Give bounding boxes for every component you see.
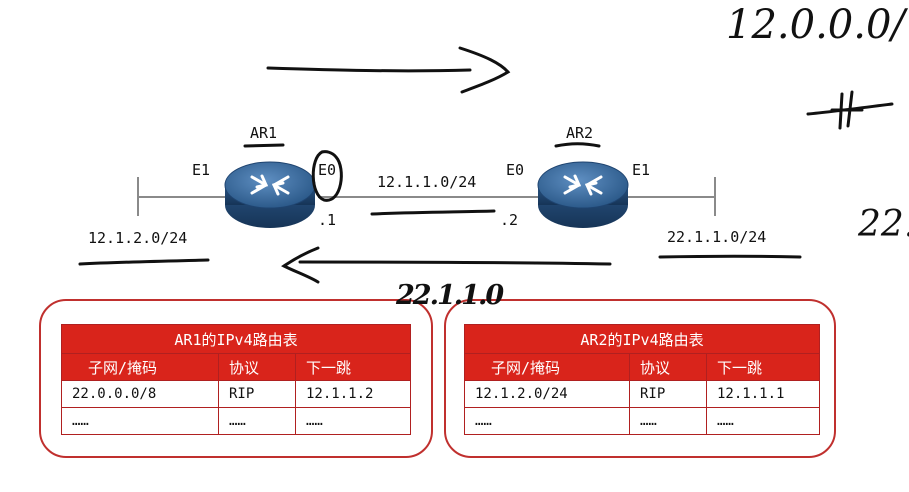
router-ar2-icon[interactable]: [537, 161, 629, 228]
table-cell: ……: [706, 407, 820, 435]
left-network-label: 12.1.2.0/24: [88, 229, 188, 247]
ar1-header-nexthop: 下一跳: [295, 353, 411, 381]
right-network-label: 22.1.1.0/24: [667, 228, 767, 246]
table-row: …… …… ……: [61, 407, 411, 435]
ar2-header-subnet: 子网/掩码: [464, 353, 630, 381]
ar2-header-protocol: 协议: [629, 353, 707, 381]
annotation-bottom-middle: 22.1.1.0: [396, 280, 504, 311]
left-net-underline: [78, 258, 210, 266]
router-ar1-icon[interactable]: [224, 161, 316, 228]
table-row: 22.0.0.0/8 RIP 12.1.1.2: [61, 380, 411, 408]
table-cell: 12.1.2.0/24: [464, 380, 630, 408]
ar1-header-protocol: 协议: [218, 353, 296, 381]
left-arrow-mark: [281, 246, 612, 284]
handwriting-marks: [78, 46, 894, 284]
router-ar1-label: AR1: [250, 124, 278, 142]
table-cell: ……: [295, 407, 411, 435]
ar2-table-title: AR2的IPv4路由表: [464, 324, 820, 354]
ar2-underline: [554, 142, 601, 148]
table-cell: ……: [629, 407, 707, 435]
e0-circle: [311, 150, 343, 202]
right-arrow-mark: [266, 46, 511, 94]
ar1-ip-suffix: .1: [318, 211, 337, 229]
ar2-e0-label: E0: [506, 161, 525, 179]
ar1-underline: [243, 143, 285, 148]
table-cell: 12.1.1.2: [295, 380, 411, 408]
table-cell: ……: [218, 407, 296, 435]
ar2-ip-suffix: .2: [500, 211, 519, 229]
middle-network-label: 12.1.1.0/24: [377, 173, 477, 191]
table-cell: ……: [464, 407, 630, 435]
table-row: 12.1.2.0/24 RIP 12.1.1.1: [464, 380, 820, 408]
ar2-table-frame: [444, 299, 836, 458]
table-cell: ……: [61, 407, 219, 435]
annotation-top-right: 12.0.0.0/: [726, 2, 905, 48]
table-cell: 12.1.1.1: [706, 380, 820, 408]
table-row: …… …… ……: [464, 407, 820, 435]
annotation-right-edge: 22.: [858, 204, 909, 245]
right-net-underline: [658, 254, 802, 259]
table-cell: RIP: [629, 380, 707, 408]
ar1-routing-table: AR1的IPv4路由表 子网/掩码 协议 下一跳 22.0.0.0/8 RIP …: [61, 324, 411, 435]
ar2-e1-label: E1: [632, 161, 651, 179]
router-ar2-label: AR2: [566, 124, 594, 142]
ar1-e0-label: E0: [318, 161, 337, 179]
ar1-table-title: AR1的IPv4路由表: [61, 324, 411, 354]
ar2-routing-table: AR2的IPv4路由表 子网/掩码 协议 下一跳 12.1.2.0/24 RIP…: [464, 324, 820, 435]
ar1-e1-label: E1: [192, 161, 211, 179]
middle-net-underline: [370, 209, 496, 216]
ar1-header-subnet: 子网/掩码: [61, 353, 219, 381]
table-cell: RIP: [218, 380, 296, 408]
hash-mark: [806, 90, 894, 130]
ar2-header-nexthop: 下一跳: [706, 353, 820, 381]
ar1-table-frame: [39, 299, 433, 458]
table-cell: 22.0.0.0/8: [61, 380, 219, 408]
